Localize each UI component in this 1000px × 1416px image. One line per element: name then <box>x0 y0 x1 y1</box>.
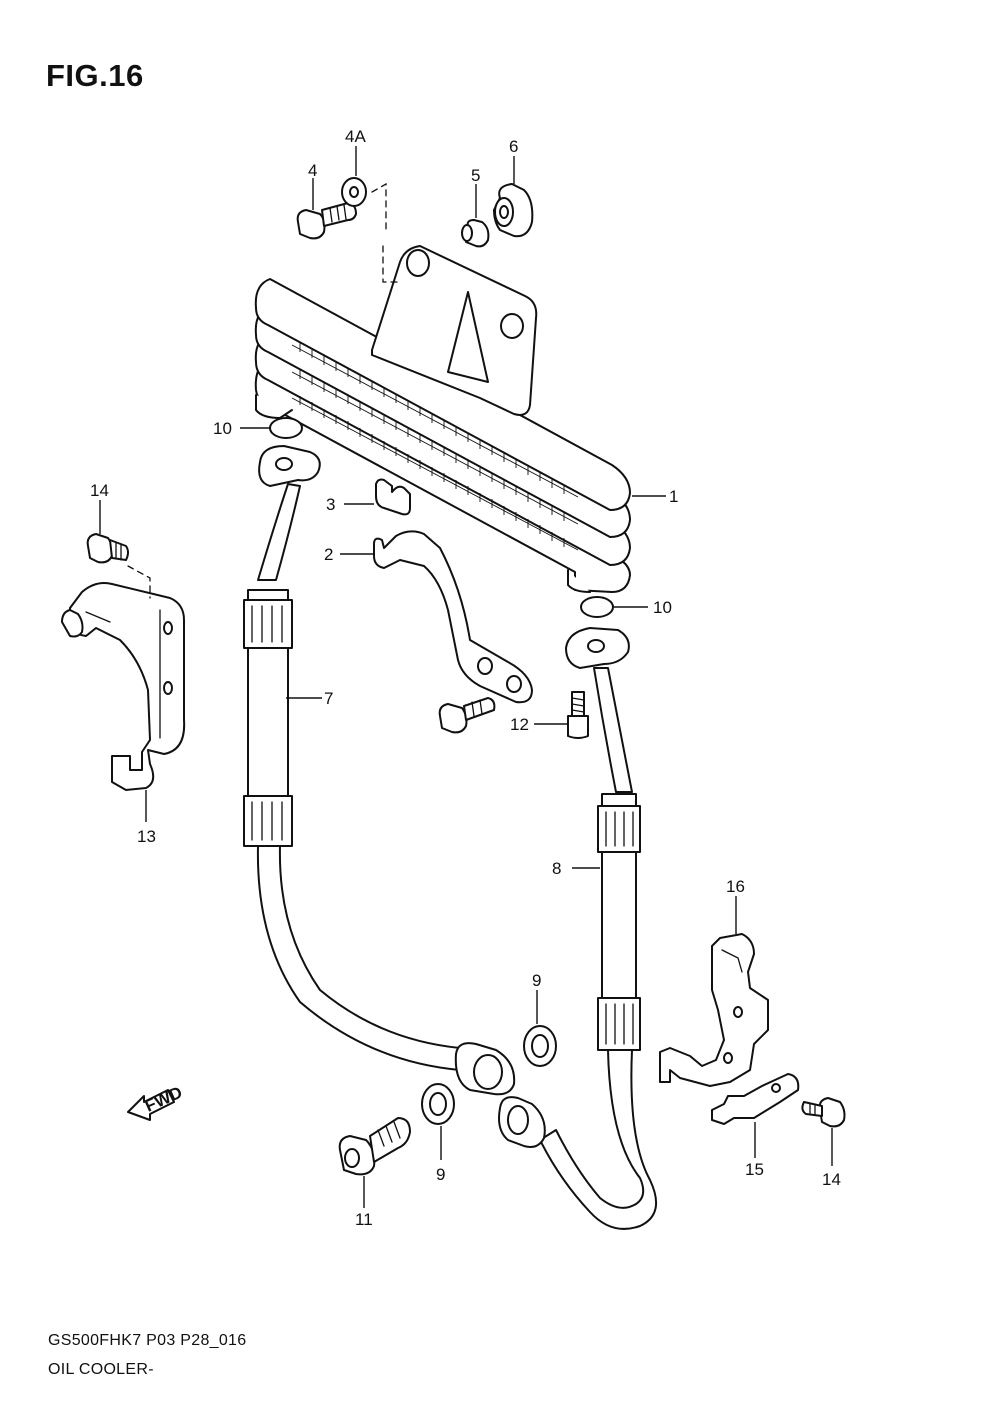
oil-cooler-core <box>254 245 631 593</box>
collar-5 <box>461 219 490 248</box>
bracket-16 <box>659 933 769 1087</box>
section-name: OIL COOLER- <box>48 1361 154 1378</box>
washer-4a <box>341 177 367 207</box>
clamp-3 <box>375 478 411 516</box>
bracket-bolt <box>438 697 496 734</box>
banjo-fitting <box>454 1042 516 1096</box>
callout-8: 8 <box>552 859 561 878</box>
callout-5: 5 <box>471 166 480 185</box>
callout-15: 15 <box>745 1160 764 1179</box>
callout-9-upper: 9 <box>532 971 541 990</box>
o-ring-10-upper <box>269 417 303 439</box>
bolt-14-left <box>86 533 129 564</box>
figure-title: FIG.16 <box>46 58 144 93</box>
grommet-6 <box>493 183 534 238</box>
callout-3: 3 <box>326 495 335 514</box>
callout-12: 12 <box>510 715 529 734</box>
callout-11: 11 <box>355 1210 373 1229</box>
callout-14-left: 14 <box>90 481 109 500</box>
callout-9-lower: 9 <box>436 1165 445 1184</box>
callout-4: 4 <box>308 161 317 180</box>
union-bolt-11 <box>338 1117 411 1176</box>
bracket-2 <box>373 530 533 704</box>
fwd-label: FWD <box>142 1083 185 1116</box>
union-fitting <box>498 1096 546 1148</box>
cooler-fins <box>291 343 579 551</box>
callout-14-right: 14 <box>822 1170 841 1189</box>
washer-9-lower <box>421 1083 455 1125</box>
screw-12 <box>567 691 589 739</box>
callout-10-lower: 10 <box>653 598 672 617</box>
bolt-14-right <box>801 1097 846 1128</box>
cooler-mount-bracket <box>371 245 538 416</box>
bracket-15 <box>711 1073 800 1125</box>
bolt-4 <box>296 202 357 240</box>
oil-hose-7 <box>243 445 461 1071</box>
bracket-13 <box>61 582 186 791</box>
o-ring-10-lower <box>580 596 614 618</box>
callout-16: 16 <box>726 877 745 896</box>
washer-9-upper <box>523 1025 557 1067</box>
leader-lines <box>99 146 833 1208</box>
fwd-direction-arrow: FWD <box>127 1083 185 1121</box>
callout-4a: 4A <box>345 127 366 146</box>
callout-1: 1 <box>669 487 678 506</box>
callout-numbers: 1 2 3 4 4A 5 6 7 8 9 9 10 10 11 12 13 14… <box>90 127 841 1229</box>
model-code: GS500FHK7 P03 P28_016 <box>48 1332 247 1349</box>
callout-13: 13 <box>137 827 156 846</box>
callout-7: 7 <box>324 689 333 708</box>
callout-2: 2 <box>324 545 333 564</box>
callout-10-upper: 10 <box>213 419 232 438</box>
callout-6: 6 <box>509 137 518 156</box>
oil-hose-8 <box>539 627 658 1230</box>
